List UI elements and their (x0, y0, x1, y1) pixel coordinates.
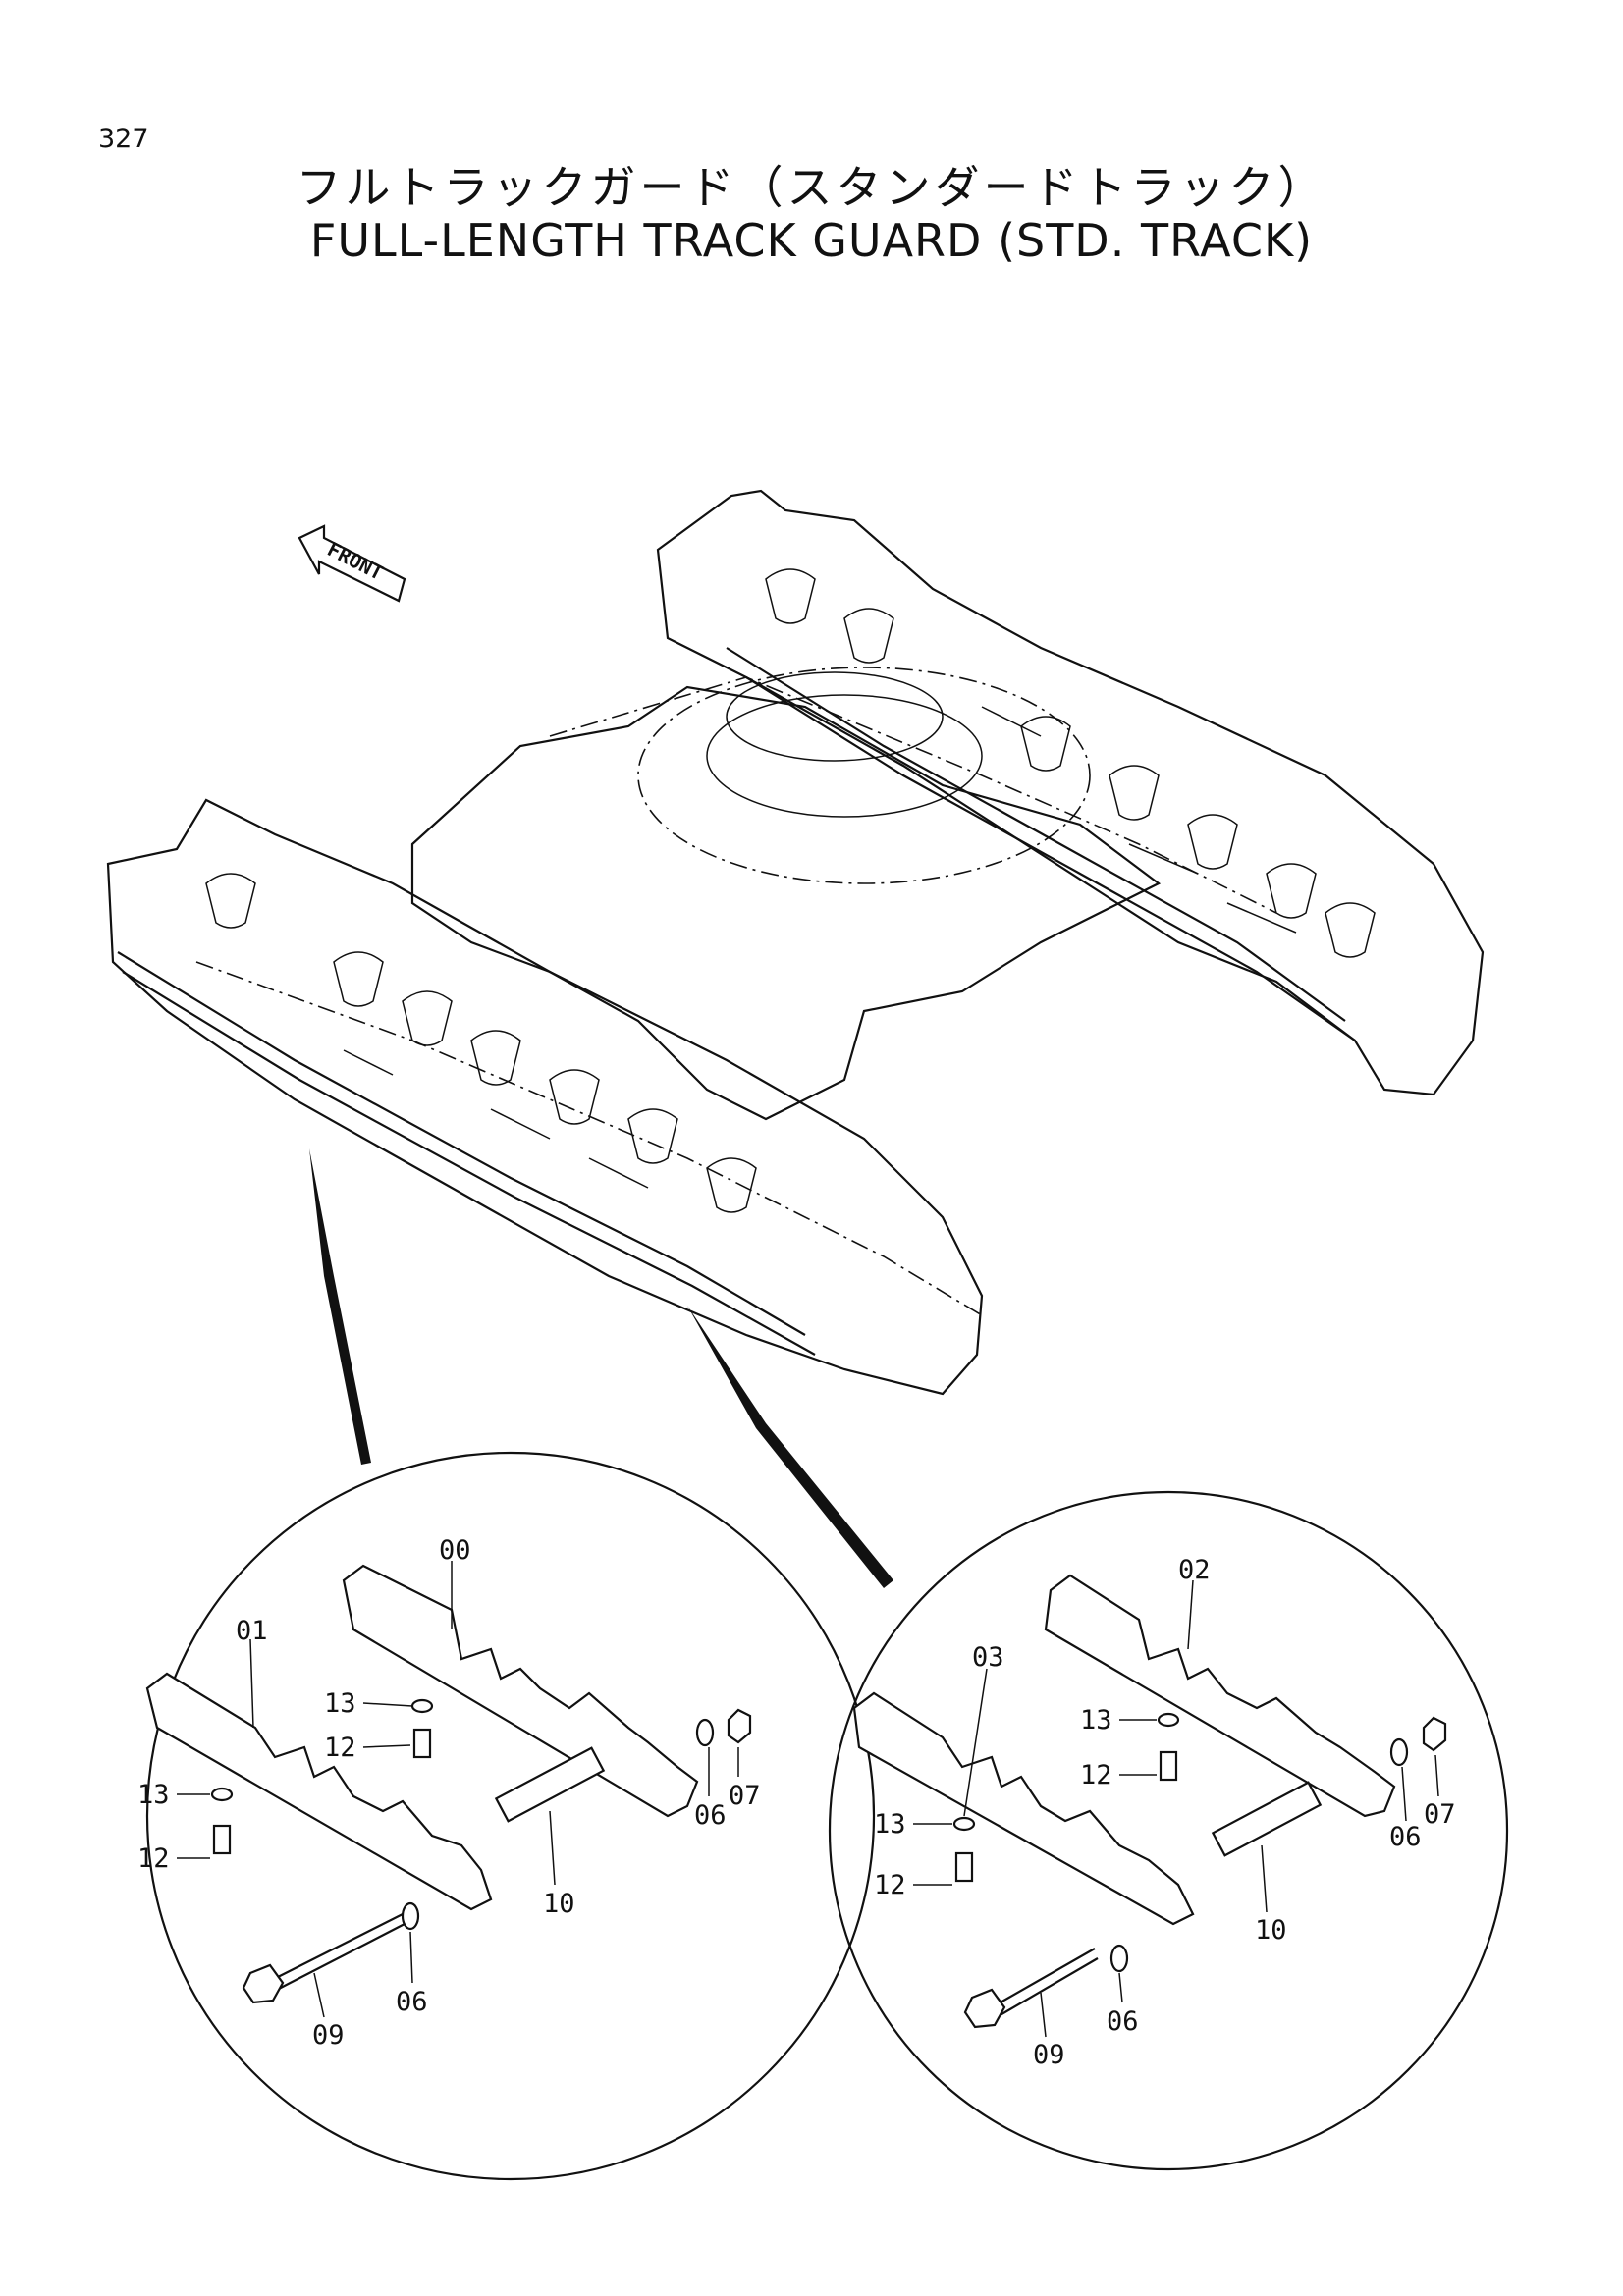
page-number: 327 (98, 124, 149, 154)
callout-12-upper: 12 (324, 1733, 356, 1763)
callout-09: 09 (312, 2020, 345, 2051)
callout-09: 09 (1033, 2040, 1065, 2070)
callout-10: 10 (543, 1889, 575, 1919)
callout-12-lower: 12 (137, 1843, 170, 1874)
callout-13-upper: 13 (1080, 1705, 1112, 1735)
callout-07: 07 (729, 1781, 761, 1811)
callout-13-lower: 13 (137, 1780, 170, 1810)
callout-01: 01 (236, 1616, 268, 1646)
callout-13-lower: 13 (874, 1809, 906, 1840)
callout-02: 02 (1178, 1555, 1211, 1585)
callout-12-lower: 12 (874, 1870, 906, 1900)
callout-06-lower: 06 (396, 1987, 428, 2017)
front-arrow-icon: FRONT (298, 524, 406, 603)
callout-06-right: 06 (1389, 1822, 1422, 1852)
callout-07: 07 (1424, 1799, 1456, 1830)
callout-10: 10 (1255, 1915, 1287, 1946)
leader-wedge-right (687, 1306, 893, 1588)
detail-circle-right: 02 03 13 12 13 12 06 07 10 06 09 (828, 1490, 1509, 2171)
callout-06-right: 06 (694, 1800, 727, 1831)
callout-13-upper: 13 (324, 1688, 356, 1719)
title-japanese: フルトラックガード（スタンダードトラック） (296, 161, 1327, 214)
callout-00: 00 (439, 1535, 471, 1566)
detail-circle-left: 00 01 13 12 13 12 06 07 10 06 09 (137, 1451, 876, 2181)
callout-03: 03 (972, 1642, 1004, 1673)
title-english: FULL-LENGTH TRACK GUARD (STD. TRACK) (309, 214, 1314, 267)
leader-wedge-left (309, 1148, 371, 1465)
undercarriage-frame (106, 489, 1485, 1396)
callout-12-upper: 12 (1080, 1760, 1112, 1790)
callout-06-lower: 06 (1107, 2006, 1139, 2037)
